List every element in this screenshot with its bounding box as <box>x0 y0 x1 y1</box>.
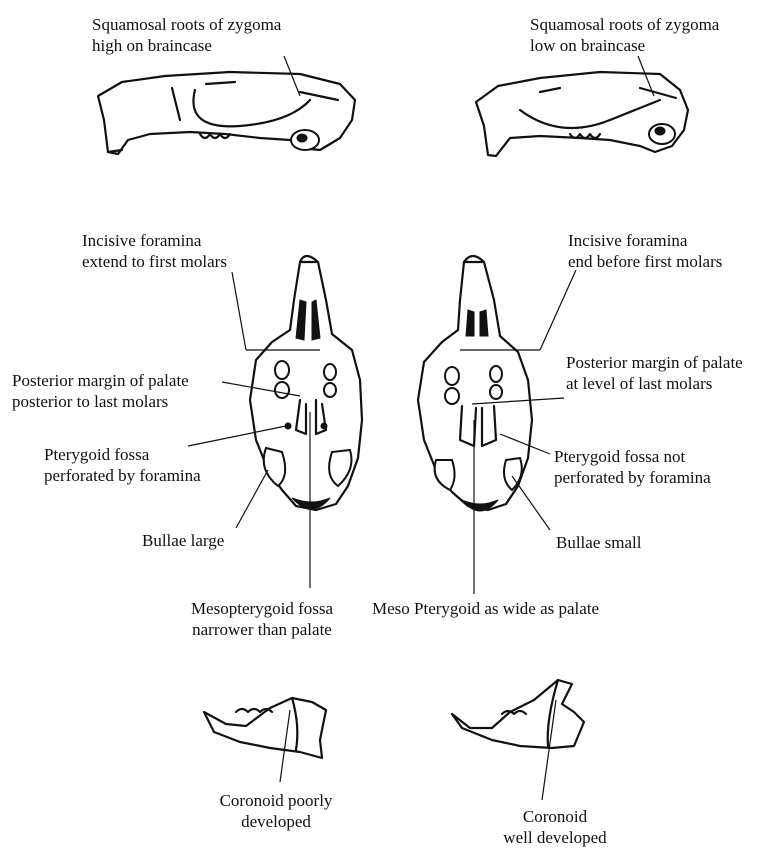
label-meso-narrow-line2: narrower than palate <box>160 619 364 640</box>
label-incisive-extend-line1: Incisive foramina <box>82 230 227 251</box>
lateral-skull-left <box>98 72 355 154</box>
label-pterygoid-perforated: Pterygoid fossa perforated by foramina <box>44 444 201 486</box>
label-meso-narrow-line1: Mesopterygoid fossa <box>160 598 364 619</box>
label-palate-posterior-line2: posterior to last molars <box>12 391 189 412</box>
pointer-palate-level <box>472 398 564 404</box>
label-bullae-large: Bullae large <box>142 530 224 551</box>
label-coronoid-poor: Coronoid poorly developed <box>196 790 356 832</box>
pointer-coronoid-poor <box>280 710 290 782</box>
label-squamosal-low-line2: low on braincase <box>530 35 719 56</box>
label-pterygoid-notperf: Pterygoid fossa not perforated by forami… <box>554 446 711 488</box>
label-incisive-extend-line2: extend to first molars <box>82 251 227 272</box>
label-coronoid-well-line1: Coronoid <box>480 806 630 827</box>
pointer-bullae-large <box>236 470 268 528</box>
label-incisive-extend: Incisive foramina extend to first molars <box>82 230 227 272</box>
lateral-skull-right <box>476 72 688 156</box>
label-incisive-end-line1: Incisive foramina <box>568 230 722 251</box>
label-meso-wide: Meso Pterygoid as wide as palate <box>372 598 599 619</box>
label-squamosal-high-line1: Squamosal roots of zygoma <box>92 14 281 35</box>
pointer-pterygoid-perforated <box>188 426 286 446</box>
label-squamosal-low: Squamosal roots of zygoma low on brainca… <box>530 14 719 56</box>
label-palate-posterior: Posterior margin of palate posterior to … <box>12 370 189 412</box>
pointer-squamosal-high <box>284 56 300 96</box>
label-pterygoid-notperf-line1: Pterygoid fossa not <box>554 446 711 467</box>
label-meso-narrow: Mesopterygoid fossa narrower than palate <box>160 598 364 640</box>
label-palate-level-line1: Posterior margin of palate <box>566 352 743 373</box>
label-squamosal-high-line2: high on braincase <box>92 35 281 56</box>
label-bullae-small: Bullae small <box>556 532 641 553</box>
label-pterygoid-perforated-line2: perforated by foramina <box>44 465 201 486</box>
pointer-incisive-end <box>540 270 576 350</box>
label-coronoid-poor-line2: developed <box>196 811 356 832</box>
label-pterygoid-notperf-line2: perforated by foramina <box>554 467 711 488</box>
label-palate-level: Posterior margin of palate at level of l… <box>566 352 743 394</box>
mandible-left <box>204 698 326 758</box>
pointer-pterygoid-notperf <box>500 434 550 454</box>
mandible-right <box>452 680 584 748</box>
label-palate-level-line2: at level of last molars <box>566 373 743 394</box>
label-squamosal-low-line1: Squamosal roots of zygoma <box>530 14 719 35</box>
label-palate-posterior-line1: Posterior margin of palate <box>12 370 189 391</box>
ventral-skull-right <box>418 256 532 511</box>
label-squamosal-high: Squamosal roots of zygoma high on brainc… <box>92 14 281 56</box>
pointer-bullae-small <box>512 476 550 530</box>
label-incisive-end: Incisive foramina end before first molar… <box>568 230 722 272</box>
label-coronoid-well-line2: well developed <box>480 827 630 848</box>
pointer-incisive-extend <box>232 272 246 350</box>
label-coronoid-poor-line1: Coronoid poorly <box>196 790 356 811</box>
label-pterygoid-perforated-line1: Pterygoid fossa <box>44 444 201 465</box>
label-coronoid-well: Coronoid well developed <box>480 806 630 848</box>
label-incisive-end-line2: end before first molars <box>568 251 722 272</box>
